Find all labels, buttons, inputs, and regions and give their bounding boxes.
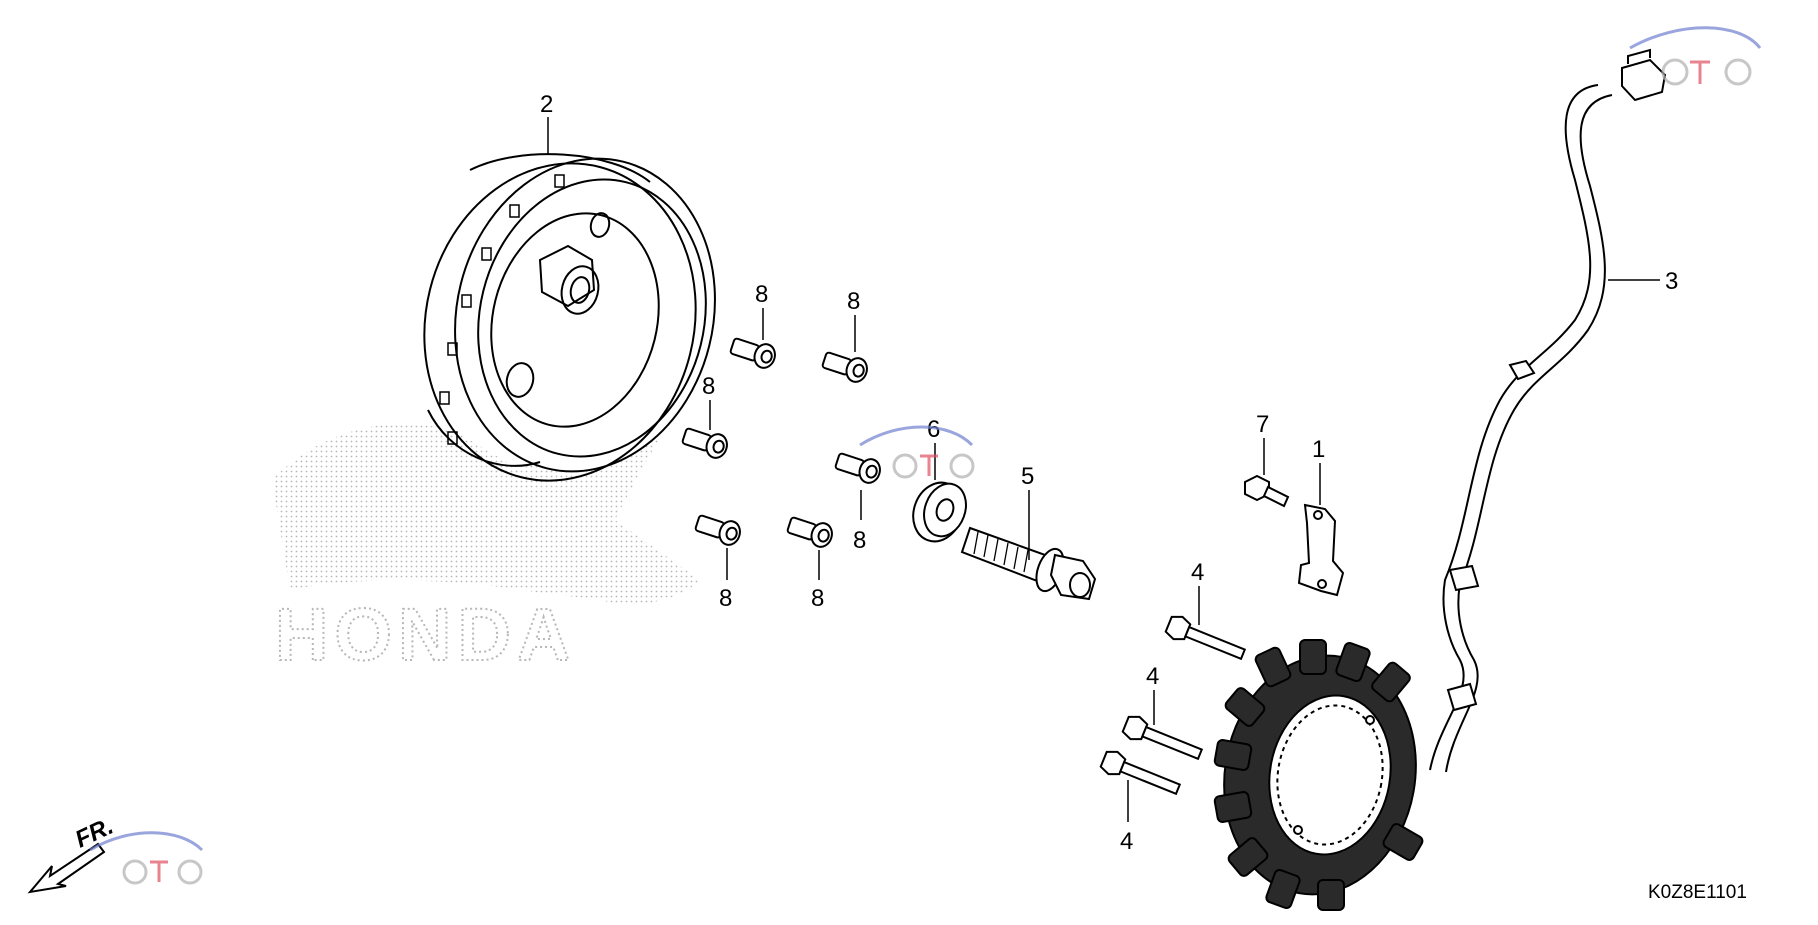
bolt-4c xyxy=(1099,750,1182,796)
callout-label-6: 6 xyxy=(927,416,940,443)
callout-label-8c: 8 xyxy=(702,373,715,400)
bolt-8b xyxy=(821,351,868,383)
callout-label-3: 3 xyxy=(1665,268,1678,295)
small-bolt-drawing xyxy=(1244,474,1290,508)
front-direction-indicator: FR. xyxy=(27,813,118,894)
honda-background-logo: HONDA xyxy=(272,300,705,677)
callout-label-4b: 4 xyxy=(1146,663,1159,690)
front-arrow-icon xyxy=(27,842,106,894)
watermark-logo-center xyxy=(859,425,975,479)
callout-part-7: 7 xyxy=(1256,411,1269,475)
callout-part-2: 2 xyxy=(540,91,553,155)
bolt-8c xyxy=(681,427,728,459)
bolt-8f xyxy=(786,516,833,548)
callouts-part-8: 8 8 8 8 8 8 xyxy=(702,281,866,612)
flange-bolt-drawing xyxy=(960,526,1097,601)
callout-part-3: 3 xyxy=(1608,268,1678,295)
honda-logo-text: HONDA xyxy=(275,593,576,676)
bolt-8a xyxy=(729,337,776,369)
stator-bolts xyxy=(1099,615,1247,796)
watermark-logo-bottom-left xyxy=(89,831,204,885)
wire-harness-drawing xyxy=(1429,48,1667,773)
callout-label-7: 7 xyxy=(1256,411,1269,438)
bolt-8e xyxy=(694,514,741,546)
callout-label-8d: 8 xyxy=(853,527,866,554)
callouts-part-4: 4 4 4 xyxy=(1120,559,1204,855)
watermark-logo-top-right xyxy=(1629,26,1762,86)
washer-drawing xyxy=(912,481,967,543)
callout-part-1: 1 xyxy=(1312,436,1325,505)
bolt-4a xyxy=(1164,615,1247,661)
callout-label-8b: 8 xyxy=(847,288,860,315)
callout-label-8f: 8 xyxy=(811,585,824,612)
honda-wing-mark xyxy=(272,300,705,604)
callout-label-8e: 8 xyxy=(719,585,732,612)
bolt-8d xyxy=(834,452,881,484)
callout-part-5: 5 xyxy=(1021,463,1034,560)
stator-drawing xyxy=(1213,639,1424,911)
callout-label-4a: 4 xyxy=(1191,559,1204,586)
callout-label-8a: 8 xyxy=(755,281,768,308)
callout-label-2: 2 xyxy=(540,91,553,118)
bolt-4b xyxy=(1121,715,1204,761)
socket-bolts xyxy=(681,337,881,548)
callout-part-6: 6 xyxy=(927,416,940,480)
drawing-code: K0Z8E1101 xyxy=(1648,882,1747,903)
flywheel-drawing xyxy=(423,153,716,482)
callout-label-5: 5 xyxy=(1021,463,1034,490)
bracket-drawing xyxy=(1297,503,1345,597)
callout-label-4c: 4 xyxy=(1120,828,1133,855)
callout-label-1: 1 xyxy=(1312,436,1325,463)
